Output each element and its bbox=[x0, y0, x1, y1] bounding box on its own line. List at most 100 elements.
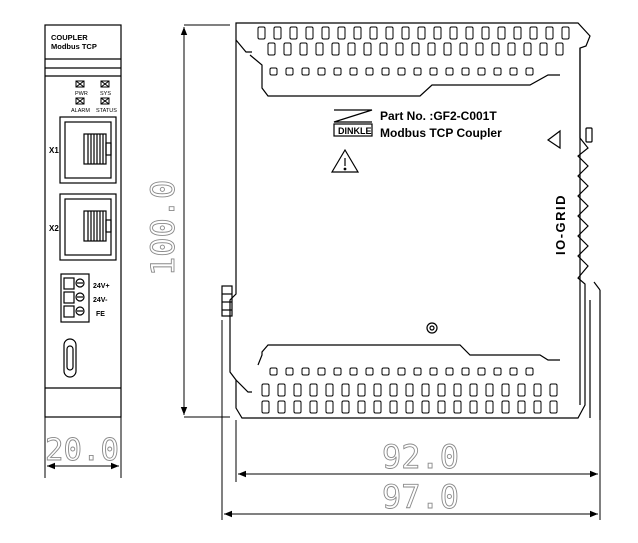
vent-slot bbox=[445, 67, 454, 76]
screw-icon bbox=[426, 322, 438, 334]
led-pwr-label: PWR bbox=[75, 91, 88, 97]
vent-slot bbox=[285, 367, 294, 376]
vent-slot bbox=[517, 383, 526, 397]
vent-slot bbox=[257, 26, 266, 40]
terminal-fe-label: FE bbox=[96, 311, 105, 318]
vent-slot bbox=[491, 42, 500, 56]
vent-slot bbox=[363, 42, 372, 56]
vent-slot bbox=[533, 400, 542, 414]
vent-slot bbox=[461, 67, 470, 76]
vent-slot bbox=[301, 367, 310, 376]
vent-slot bbox=[477, 367, 486, 376]
vent-slot bbox=[517, 400, 526, 414]
vent-slot bbox=[501, 400, 510, 414]
vent-slot bbox=[525, 67, 534, 76]
vent-slot bbox=[501, 383, 510, 397]
product-name-label: Modbus TCP Coupler bbox=[380, 126, 502, 140]
front-view bbox=[44, 24, 122, 418]
vent-slot bbox=[513, 26, 522, 40]
vent-slot bbox=[317, 67, 326, 76]
vent-slot bbox=[389, 383, 398, 397]
vent-slot bbox=[539, 42, 548, 56]
vent-slot bbox=[267, 42, 276, 56]
warning-triangle-icon bbox=[330, 148, 360, 173]
io-grid-logo: IO-GRID bbox=[553, 194, 568, 255]
terminal-24v-minus-label: 24V- bbox=[93, 297, 108, 304]
vent-slot bbox=[433, 26, 442, 40]
vent-slot bbox=[493, 367, 502, 376]
vent-slot bbox=[315, 42, 324, 56]
vent-slot bbox=[333, 367, 342, 376]
vent-slot bbox=[325, 400, 334, 414]
ethernet-port-icon bbox=[59, 193, 117, 261]
vent-slot bbox=[413, 367, 422, 376]
vent-slot bbox=[413, 67, 422, 76]
vent-slot bbox=[545, 26, 554, 40]
vent-slot bbox=[469, 400, 478, 414]
vent-slot bbox=[353, 26, 362, 40]
vent-slot bbox=[405, 400, 414, 414]
vent-slot bbox=[341, 400, 350, 414]
vent-slot bbox=[461, 367, 470, 376]
vent-slot bbox=[459, 42, 468, 56]
vent-slot bbox=[561, 26, 570, 40]
dinkle-logo-icon bbox=[333, 109, 373, 137]
vent-slot bbox=[493, 67, 502, 76]
vent-slot bbox=[269, 67, 278, 76]
vent-slot bbox=[507, 42, 516, 56]
vent-slot bbox=[373, 383, 382, 397]
vent-slot bbox=[437, 383, 446, 397]
front-title-line1: COUPLER bbox=[51, 33, 88, 42]
front-title-line2: Modbus TCP bbox=[51, 42, 97, 51]
vent-slot bbox=[373, 400, 382, 414]
vent-slot bbox=[337, 26, 346, 40]
vent-slot bbox=[309, 383, 318, 397]
side-view bbox=[221, 22, 601, 420]
vent-slot bbox=[285, 67, 294, 76]
vent-slot bbox=[449, 26, 458, 40]
top-vent-recess bbox=[249, 54, 560, 97]
vent-slot bbox=[325, 383, 334, 397]
vent-slot bbox=[417, 26, 426, 40]
vent-slot bbox=[301, 67, 310, 76]
vent-slot bbox=[475, 42, 484, 56]
vent-slot bbox=[401, 26, 410, 40]
vent-slot bbox=[445, 367, 454, 376]
vent-slot bbox=[349, 67, 358, 76]
vent-slot bbox=[405, 383, 414, 397]
vent-slot bbox=[321, 26, 330, 40]
vent-slot bbox=[309, 400, 318, 414]
dimension-lines bbox=[44, 24, 601, 520]
vent-slot bbox=[437, 400, 446, 414]
vent-slot bbox=[293, 383, 302, 397]
power-terminal-block bbox=[60, 273, 90, 323]
vent-slot bbox=[273, 26, 282, 40]
vent-slot bbox=[299, 42, 308, 56]
vent-slot bbox=[365, 67, 374, 76]
usb-c-port-icon bbox=[63, 338, 77, 378]
vent-slot bbox=[397, 367, 406, 376]
vent-slot bbox=[269, 367, 278, 376]
vent-slot bbox=[331, 42, 340, 56]
brand-label: DINKLE bbox=[338, 126, 372, 136]
vent-slot bbox=[549, 383, 558, 397]
vent-slot bbox=[485, 400, 494, 414]
vent-slot bbox=[429, 67, 438, 76]
vent-slot bbox=[481, 26, 490, 40]
vent-slot bbox=[497, 26, 506, 40]
vent-slot bbox=[341, 383, 350, 397]
vent-slot bbox=[421, 383, 430, 397]
bottom-vent-recess bbox=[257, 344, 560, 366]
vent-slot bbox=[523, 42, 532, 56]
vent-slot bbox=[395, 42, 404, 56]
vent-slot bbox=[261, 383, 270, 397]
vent-slot bbox=[453, 400, 462, 414]
vent-slot bbox=[357, 383, 366, 397]
vent-slot bbox=[411, 42, 420, 56]
vent-slot bbox=[529, 26, 538, 40]
vent-slot bbox=[369, 26, 378, 40]
vent-slot bbox=[381, 67, 390, 76]
vent-slot bbox=[555, 42, 564, 56]
vent-slot bbox=[349, 367, 358, 376]
